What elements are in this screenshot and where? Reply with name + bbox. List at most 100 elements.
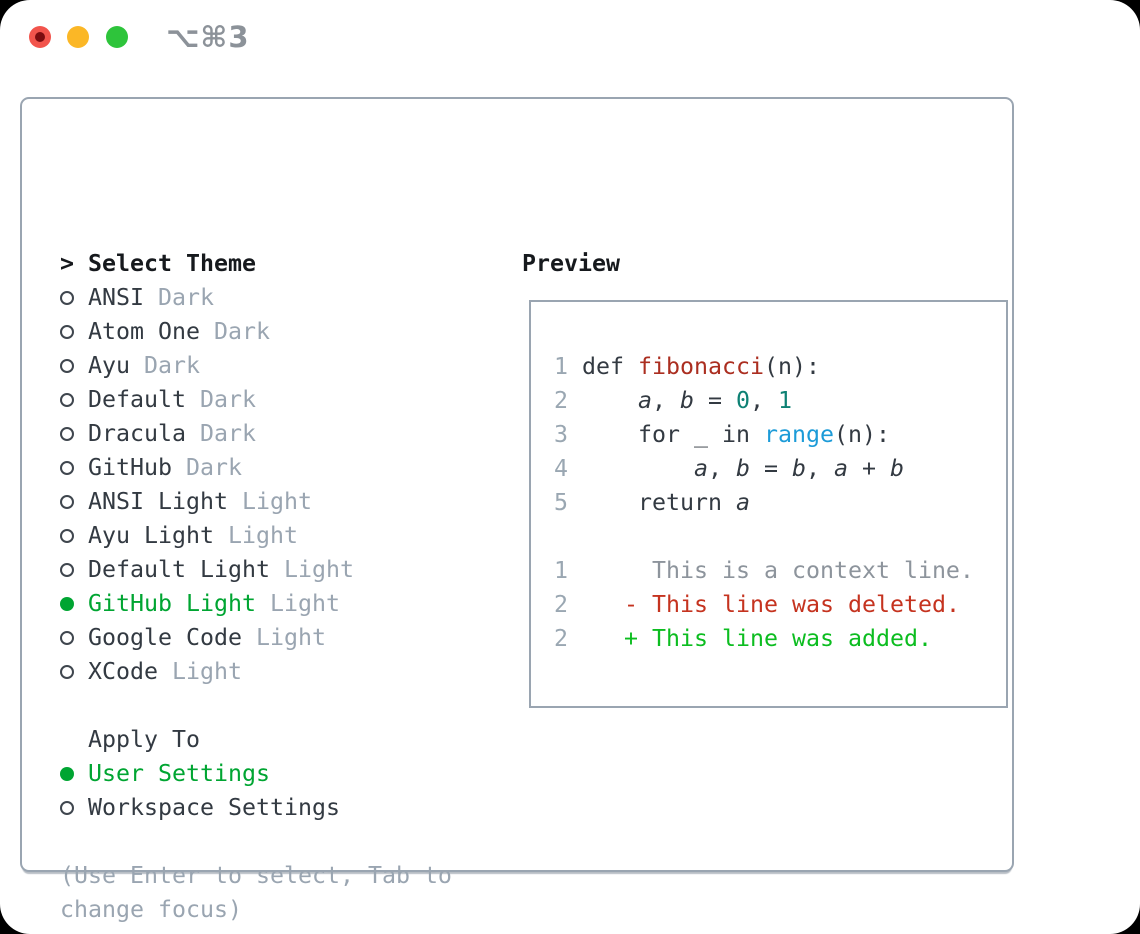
option-variant-label: Dark bbox=[185, 420, 256, 447]
code-token-num: 0 bbox=[736, 387, 750, 414]
option-label: XCode bbox=[88, 658, 158, 685]
option-label: Google Code bbox=[88, 624, 242, 651]
spacer-row bbox=[60, 689, 452, 723]
code-line-8: 2 - This line was deleted. bbox=[554, 588, 1006, 622]
code-token-plain: + bbox=[847, 455, 890, 482]
code-token-context: This is a context line. bbox=[568, 557, 974, 584]
radio-icon bbox=[60, 801, 88, 815]
code-token-var: a bbox=[693, 455, 708, 482]
code-line-2: 2 a, b = 0, 1 bbox=[554, 384, 1006, 418]
option-label: Atom One bbox=[88, 318, 200, 345]
radio-icon bbox=[60, 461, 88, 475]
prompt-caret-icon: > bbox=[60, 250, 74, 277]
theme-option-ansi-light[interactable]: ANSI Light Light bbox=[60, 485, 452, 519]
option-variant-label: Light bbox=[241, 624, 326, 651]
radio-circle bbox=[60, 461, 74, 475]
keyboard-hint-line-1: (Use Enter to select, Tab to bbox=[60, 862, 452, 889]
apply-option-user-settings[interactable]: User Settings bbox=[60, 757, 452, 791]
zoom-button[interactable] bbox=[106, 26, 128, 48]
option-label: ANSI bbox=[88, 284, 144, 311]
code-token-ln: 1 bbox=[554, 557, 568, 584]
option-variant-label: Dark bbox=[144, 284, 214, 311]
radio-icon bbox=[60, 291, 88, 305]
code-line-9: 2 + This line was added. bbox=[554, 622, 1006, 656]
theme-option-github-light[interactable]: GitHub Light Light bbox=[60, 587, 452, 621]
theme-option-ansi[interactable]: ANSI Dark bbox=[60, 281, 452, 315]
radio-circle bbox=[60, 393, 74, 407]
theme-option-ayu-light[interactable]: Ayu Light Light bbox=[60, 519, 452, 553]
code-token-plain: return bbox=[568, 489, 736, 516]
close-button[interactable] bbox=[29, 26, 51, 48]
code-token-plain: def bbox=[568, 353, 638, 380]
code-token-fn: fibonacci bbox=[638, 353, 764, 380]
code-token-var: a bbox=[638, 387, 652, 414]
code-token-plain: for _ in bbox=[568, 421, 764, 448]
option-variant-label: Light bbox=[158, 658, 242, 685]
code-token-var: b bbox=[735, 455, 750, 482]
theme-option-default-light[interactable]: Default Light Light bbox=[60, 553, 452, 587]
radio-icon bbox=[60, 665, 88, 679]
code-token-plain: = bbox=[694, 387, 736, 414]
code-token-plain: , bbox=[707, 455, 736, 482]
option-label: Ayu Light bbox=[88, 522, 214, 549]
code-token-plain bbox=[568, 455, 694, 482]
code-token-plain: (n): bbox=[763, 353, 820, 380]
select-theme-header: > Select Theme bbox=[60, 247, 452, 281]
code-token-plain: (n): bbox=[833, 421, 890, 448]
radio-selected-icon bbox=[60, 767, 88, 781]
spacer-row bbox=[60, 825, 452, 859]
code-token-ln: 2 bbox=[554, 387, 568, 414]
radio-icon bbox=[60, 495, 88, 509]
apply-to-title: Apply To bbox=[88, 726, 200, 753]
option-label: Dracula bbox=[88, 420, 186, 447]
code-token-ln: 3 bbox=[554, 421, 568, 448]
theme-option-atom-one[interactable]: Atom One Dark bbox=[60, 315, 452, 349]
preview-title: Preview bbox=[522, 250, 620, 277]
code-line-3: 3 for _ in range(n): bbox=[554, 418, 1006, 452]
code-line-5: 5 return a bbox=[554, 486, 1006, 520]
option-variant-label: Light bbox=[227, 488, 312, 515]
code-line-1: 1 def fibonacci(n): bbox=[554, 350, 1006, 384]
option-variant-label: Light bbox=[269, 556, 354, 583]
code-token-plain bbox=[568, 591, 624, 618]
option-variant-label: Dark bbox=[199, 318, 270, 345]
theme-option-dracula[interactable]: Dracula Dark bbox=[60, 417, 452, 451]
code-line-7: 1 This is a context line. bbox=[554, 554, 1006, 588]
radio-icon bbox=[60, 359, 88, 373]
theme-option-xcode[interactable]: XCode Light bbox=[60, 655, 452, 689]
select-theme-title: Select Theme bbox=[88, 250, 256, 277]
option-label: GitHub Light bbox=[88, 590, 256, 617]
minimize-button[interactable] bbox=[67, 26, 89, 48]
theme-option-github[interactable]: GitHub Dark bbox=[60, 451, 452, 485]
option-label: Default Light bbox=[88, 556, 270, 583]
theme-option-google-code[interactable]: Google Code Light bbox=[60, 621, 452, 655]
radio-selected-icon bbox=[60, 597, 88, 611]
radio-icon bbox=[60, 563, 88, 577]
radio-icon bbox=[60, 427, 88, 441]
theme-option-ayu[interactable]: Ayu Dark bbox=[60, 349, 452, 383]
close-button-dot bbox=[35, 32, 45, 42]
option-label: Workspace Settings bbox=[88, 794, 340, 821]
code-token-var: b bbox=[889, 455, 904, 482]
radio-circle bbox=[60, 631, 74, 645]
option-label: GitHub bbox=[88, 454, 172, 481]
code-token-plain: , bbox=[652, 387, 680, 414]
radio-circle bbox=[60, 563, 74, 577]
code-token-ln: 4 bbox=[554, 455, 568, 482]
code-token-plain bbox=[568, 625, 624, 652]
code-token-ln: 2 bbox=[554, 625, 568, 652]
apply-option-workspace-settings[interactable]: Workspace Settings bbox=[60, 791, 452, 825]
theme-option-default[interactable]: Default Dark bbox=[60, 383, 452, 417]
code-token-plain: = bbox=[749, 455, 792, 482]
code-token-add: + This line was added. bbox=[624, 625, 932, 652]
radio-circle bbox=[60, 359, 74, 373]
code-token-ln: 1 bbox=[554, 353, 568, 380]
code-token-del: - This line was deleted. bbox=[624, 591, 960, 618]
code-token-ln: 5 bbox=[554, 489, 568, 516]
